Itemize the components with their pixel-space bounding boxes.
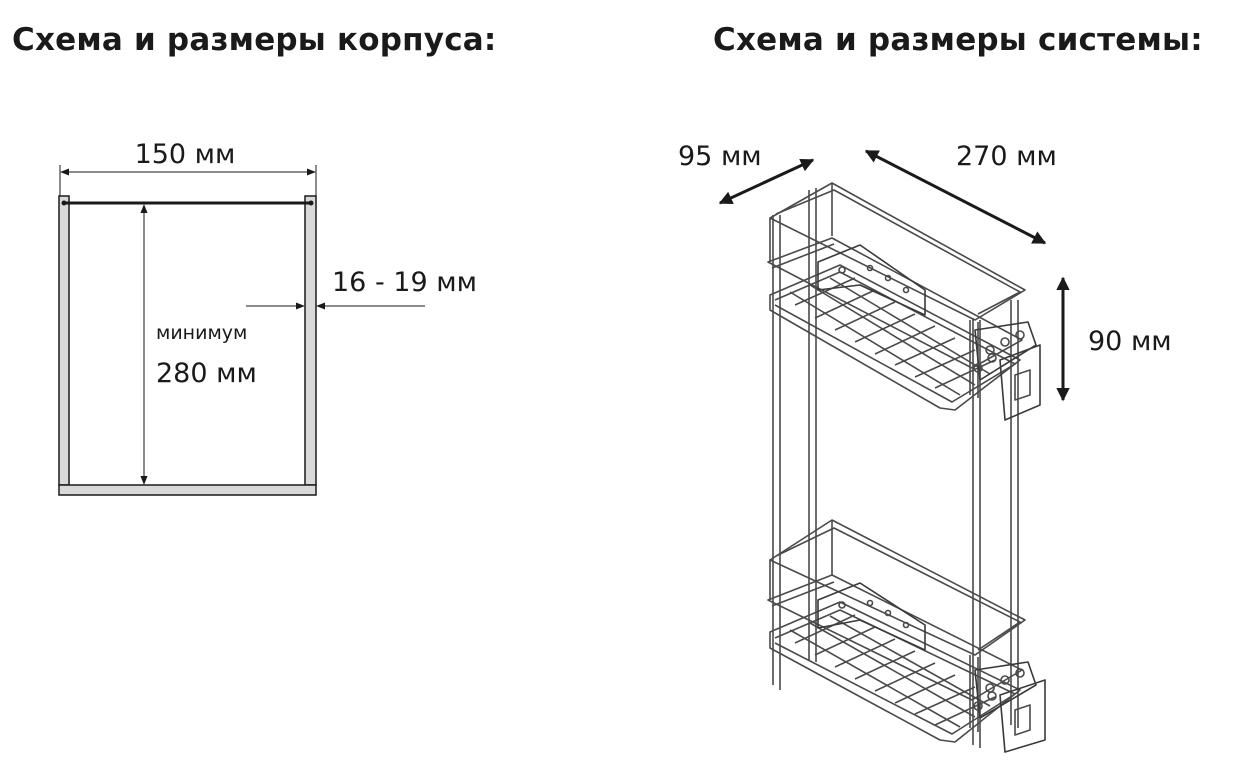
cabinet-left-panel [58,195,70,486]
cabinet-section: 150 мм 16 - 19 мм минимум 280 мм [58,139,477,496]
length-label: 270 мм [956,141,1057,172]
length-arrow [864,149,1047,245]
system-dimensions: 95 мм 270 мм 90 мм [678,141,1172,402]
system-scheme-heading: Схема и размеры системы: [713,22,1203,58]
height-label: 280 мм [156,358,257,389]
spacing-label: 90 мм [1088,326,1172,357]
height-min-label: минимум [156,322,247,344]
upper-basket [767,182,1041,421]
cabinet-scheme-heading: Схема и размеры корпуса: [12,22,497,58]
cabinet-bottom-panel [58,484,317,496]
basket-system [767,182,1046,753]
lower-basket [767,519,1046,753]
cabinet-right-panel [304,195,317,486]
width-label: 150 мм [135,139,236,170]
wall-thickness-label: 16 - 19 мм [332,267,477,298]
depth-label: 95 мм [678,141,762,172]
depth-arrow [718,158,815,205]
